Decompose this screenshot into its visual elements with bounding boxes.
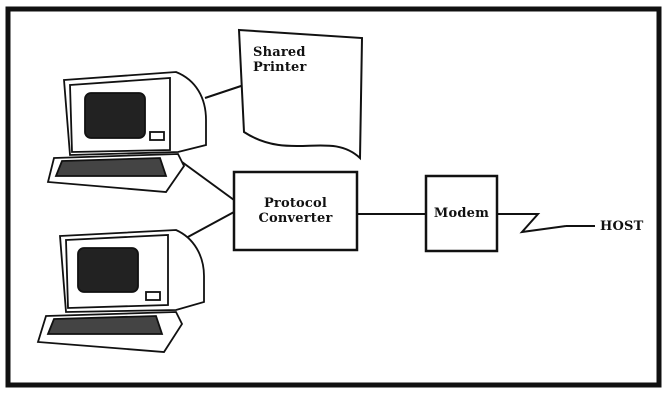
terminal2-converter-line	[185, 211, 235, 239]
protocol-converter-line2: Converter	[258, 211, 333, 226]
terminal-2	[36, 229, 205, 353]
terminal-2-badge	[145, 291, 161, 301]
terminal-1-screen	[84, 92, 146, 139]
modem-box	[424, 174, 499, 253]
terminal-2-keys	[46, 315, 164, 335]
modem-label: Modem	[433, 206, 490, 221]
shared-printer-line1: Shared	[253, 45, 306, 60]
terminal1-converter-line	[181, 161, 235, 201]
terminal-1	[46, 71, 207, 193]
terminal-2-screen	[77, 247, 139, 293]
shared-printer-line2: Printer	[253, 60, 307, 75]
protocol-converter-line1: Protocol	[263, 196, 328, 211]
shared-printer-label: Shared Printer	[253, 45, 307, 75]
protocol-converter-label: Protocol Converter	[234, 196, 357, 226]
protocol-converter-box	[232, 170, 359, 252]
printer-paper-shape	[237, 28, 364, 161]
host-label: HOST	[600, 219, 644, 234]
outer-frame	[5, 6, 662, 388]
modem-host-link	[497, 213, 567, 234]
terminal-1-badge	[149, 131, 165, 141]
terminal-1-keys	[54, 157, 168, 177]
terminal1-printer-line	[204, 84, 245, 99]
